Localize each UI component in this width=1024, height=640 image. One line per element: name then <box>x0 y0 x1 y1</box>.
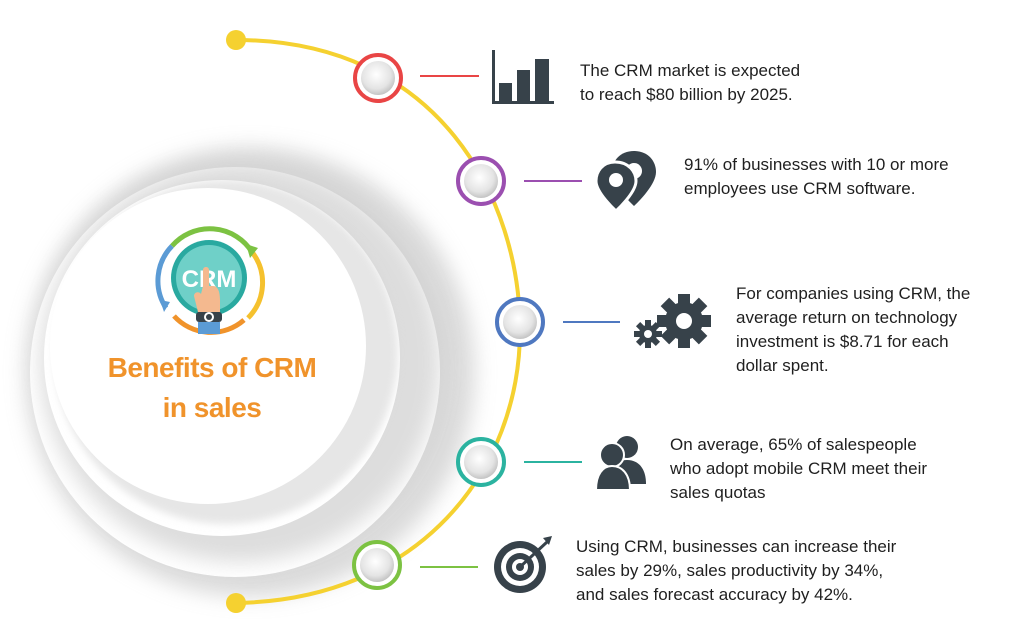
stat-line: The CRM market is expected <box>580 61 801 80</box>
page-title: Benefits of CRM in sales <box>92 348 332 428</box>
stat-line: 91% of businesses with 10 or more <box>684 155 949 174</box>
stat-line: to reach $80 billion by 2025. <box>580 85 793 104</box>
bar-chart-icon <box>492 50 554 104</box>
timeline-node-1 <box>353 53 403 103</box>
stat-item-1: The CRM market is expected to reach $80 … <box>580 59 840 107</box>
target-icon <box>494 536 552 593</box>
stat-item-2: 91% of businesses with 10 or more employ… <box>684 153 984 201</box>
stat-line: who adopt mobile CRM meet their <box>670 459 928 478</box>
timeline-start-dot <box>226 30 246 50</box>
crm-hand-touch-icon: CRM <box>155 226 266 335</box>
stat-item-4: On average, 65% of salespeople who adopt… <box>670 433 970 505</box>
stat-line: employees use CRM software. <box>684 179 916 198</box>
stat-line: sales by 29%, sales productivity by 34%, <box>576 561 884 580</box>
stat-line: investment is $8.71 for each <box>736 332 949 351</box>
gears-icon <box>634 294 711 348</box>
timeline-node-2 <box>456 156 506 206</box>
stat-line: sales quotas <box>670 483 766 502</box>
timeline-node-3 <box>495 297 545 347</box>
stat-line: dollar spent. <box>736 356 829 375</box>
title-line-2: in sales <box>162 392 262 423</box>
stat-line: On average, 65% of salespeople <box>670 435 917 454</box>
stat-line: Using CRM, businesses can increase their <box>576 537 897 556</box>
stat-item-3: For companies using CRM, the average ret… <box>736 282 1006 378</box>
people-icon <box>594 436 646 491</box>
location-pins-icon <box>594 151 656 214</box>
stat-line: average return on technology <box>736 308 958 327</box>
backdrop-swirl <box>25 147 475 597</box>
stat-line: For companies using CRM, the <box>736 284 971 303</box>
timeline-node-5 <box>352 540 402 590</box>
timeline-end-dot <box>226 593 246 613</box>
stat-item-5: Using CRM, businesses can increase their… <box>576 535 936 607</box>
title-line-1: Benefits of CRM <box>107 352 317 383</box>
timeline-node-4 <box>456 437 506 487</box>
stat-line: and sales forecast accuracy by 42%. <box>576 585 853 604</box>
